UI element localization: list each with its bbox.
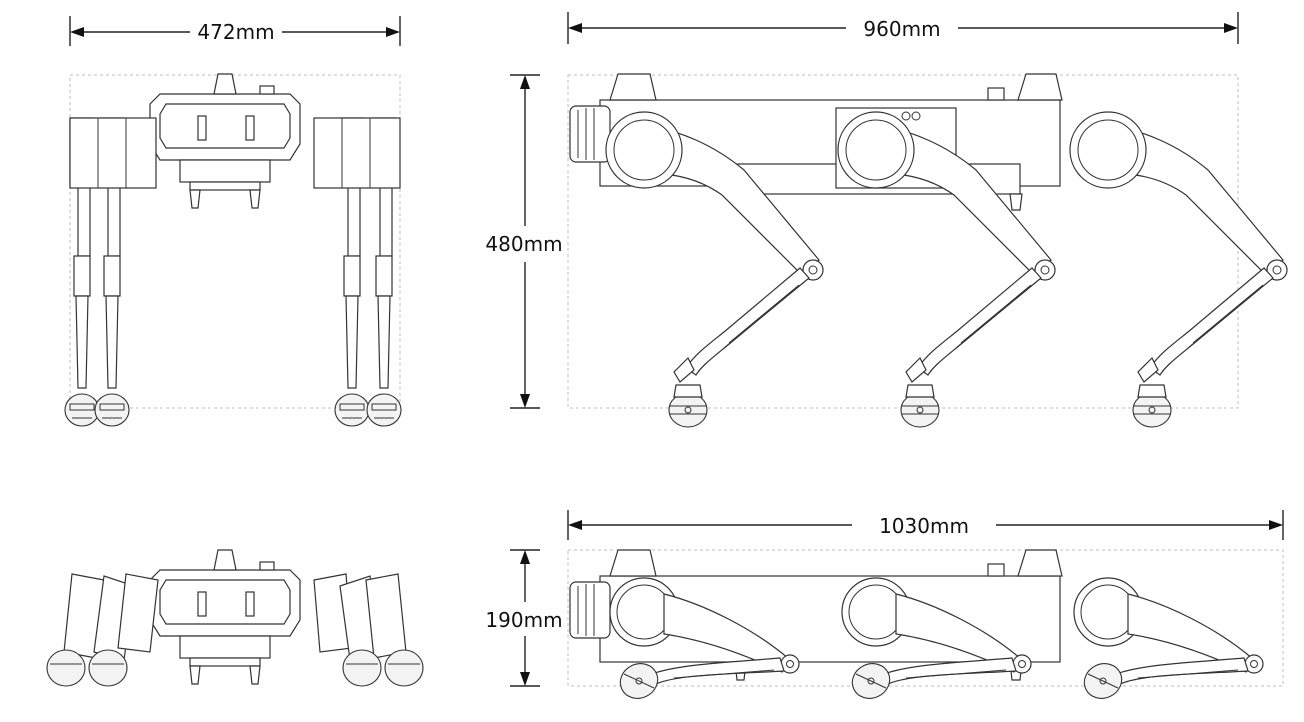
side-length-standing-label: 960mm: [863, 17, 940, 41]
front-view-standing: [64, 73, 402, 427]
dimension-side-length-standing: 960mm: [567, 12, 1239, 44]
dimension-height-lying: 190mm: [485, 549, 563, 687]
height-standing-label: 480mm: [485, 232, 562, 256]
side-view-standing: [567, 73, 1288, 428]
side-view-lying: [567, 549, 1284, 706]
dimension-side-length-lying: 1030mm: [567, 510, 1284, 540]
front-width-label: 472mm: [197, 20, 274, 44]
dimension-height-standing: 480mm: [485, 74, 563, 409]
front-view-lying: [46, 549, 424, 687]
side-length-lying-label: 1030mm: [879, 514, 969, 538]
height-lying-label: 190mm: [485, 608, 562, 632]
dimension-front-width: 472mm: [69, 16, 401, 46]
